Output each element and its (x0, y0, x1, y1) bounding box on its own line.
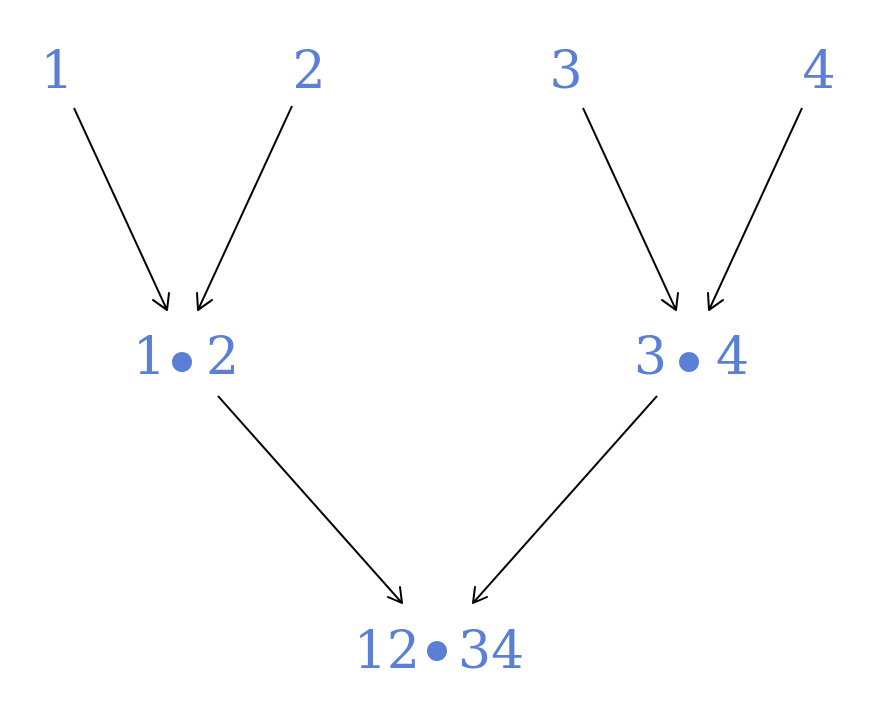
node-root: 12 34 (354, 621, 524, 681)
root-left: 12 (354, 621, 420, 681)
node-leaf-1: 1 (40, 41, 73, 101)
node-leaf-4: 4 (802, 41, 835, 101)
leaf-nodes: 1 2 3 4 (40, 41, 835, 101)
edge-4-to-34 (708, 107, 803, 311)
arrowhead-3-to-34 (661, 292, 679, 311)
merge-12-right: 2 (206, 327, 239, 387)
node-merge-12: 1 2 (133, 327, 239, 387)
node-leaf-3: 3 (549, 41, 582, 101)
edge-2-to-12 (197, 105, 293, 311)
merge-12-dot (172, 352, 192, 372)
merge-34-left: 3 (634, 327, 667, 387)
arrowhead-12-to-root (387, 586, 403, 604)
edge-3-to-34 (582, 107, 677, 311)
edge-34-to-root (472, 395, 658, 604)
merge-34-dot (679, 352, 699, 372)
arrowhead-1-to-12 (152, 292, 170, 311)
arrowhead-2-to-12 (196, 292, 213, 311)
arrowhead-34-to-root (472, 586, 488, 604)
node-leaf-2: 2 (292, 41, 325, 101)
root-right: 34 (458, 621, 524, 681)
node-merge-34: 3 4 (634, 327, 749, 387)
edges (73, 105, 803, 604)
arrowhead-4-to-34 (707, 292, 724, 311)
edge-1-to-12 (73, 107, 168, 311)
merge-12-left: 1 (133, 327, 166, 387)
merge-34-right: 4 (716, 327, 749, 387)
edge-12-to-root (217, 395, 403, 604)
root-dot (427, 641, 447, 661)
